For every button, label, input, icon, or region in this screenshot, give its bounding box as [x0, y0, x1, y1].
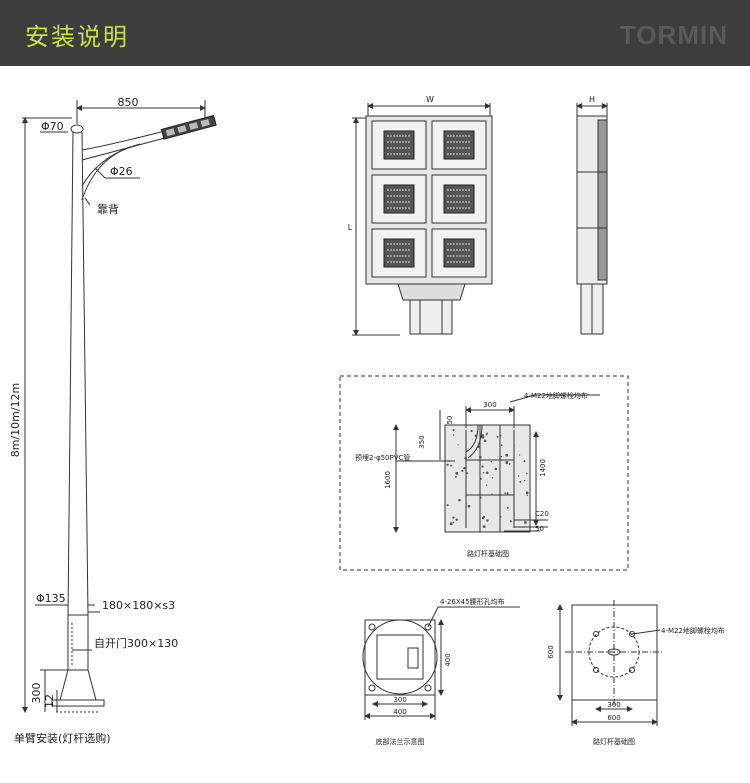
flange-caption: 底部法兰示意图	[376, 737, 425, 746]
pole-diagram	[22, 100, 217, 713]
pole-height-label: 8m/10m/12m	[9, 383, 22, 458]
arm-length-label: 850	[118, 96, 139, 109]
led-chip-array	[443, 184, 475, 214]
foundation-dim-50-top: 50	[446, 416, 454, 425]
base-300-label: 300	[30, 683, 43, 704]
foundation-frame	[339, 375, 629, 571]
base-plan-labels: 4-M22地脚螺栓均布 600 300 600 路灯杆基础图	[547, 626, 725, 746]
base-plate-label: 180×180×s3	[102, 599, 175, 612]
base-diameter-label: Φ135	[36, 592, 66, 605]
flange-outer-square	[364, 619, 436, 696]
header-bar: 安装说明 TORMIN	[0, 0, 750, 66]
pole-lamp-head	[160, 114, 217, 140]
flange-dim-300: 300	[393, 696, 406, 704]
lamp-width-label: W	[426, 95, 434, 104]
flange-door-slot	[407, 647, 419, 669]
led-chip-array	[443, 238, 475, 268]
foundation-bolt-label: 4-M22地脚螺栓均布	[524, 391, 588, 400]
flange-hole-label: 4-26X45腰形孔均布	[440, 597, 505, 606]
arm-lower	[81, 137, 166, 161]
foundation-section	[339, 375, 629, 571]
lamp-side-view	[576, 103, 608, 335]
flange-inner-square	[376, 634, 424, 680]
base-plan-dim-300: 300	[607, 701, 620, 709]
brand-logo: TORMIN	[619, 20, 728, 50]
door-label: 自开门300×130	[94, 636, 178, 650]
led-chip-array	[383, 184, 415, 214]
foundation-dim-1400: 1400	[539, 459, 547, 477]
top-diameter-label: Φ70	[41, 120, 64, 133]
lamp-height-label: H	[589, 95, 595, 104]
back-label: 靠背	[97, 202, 119, 216]
pole-base-flare	[59, 669, 97, 701]
flange-labels: 4-26X45腰形孔均布 400 300 400 底部法兰示意图	[376, 597, 505, 746]
flange-diagram	[362, 606, 520, 720]
led-chip-array	[383, 238, 415, 268]
foundation-top-width: 300	[483, 401, 496, 409]
pole-left-edge	[67, 131, 74, 616]
pole-caption: 单臂安装(灯杆选购)	[14, 731, 111, 745]
base-plan-diagram	[557, 600, 662, 726]
flange-dim-400-v: 400	[444, 653, 452, 666]
led-chip-array	[383, 130, 415, 160]
lamp-front-view	[352, 103, 493, 336]
pole-base-plate	[51, 699, 105, 707]
led-chip-array	[443, 130, 475, 160]
foundation-dim-350: 350	[418, 435, 426, 448]
arm-upper	[81, 130, 166, 151]
foundation-dim-50-bottom: 50	[535, 525, 544, 533]
foundation-concrete-label: C20	[535, 510, 549, 518]
base-plan-caption: 路灯杆基础图	[593, 737, 635, 746]
pole-top-cap	[70, 124, 84, 134]
base-plan-dim-600-v: 600	[547, 645, 555, 658]
installation-drawing: 850 Φ70 Φ26 靠背 8m/10m/12m Φ135 180×180×s…	[9, 95, 725, 746]
led-module	[431, 228, 487, 278]
arm-brace-inner	[81, 143, 141, 187]
foundation-caption: 路灯杆基础图	[467, 549, 509, 558]
led-module-grid	[371, 120, 487, 278]
pole-right-edge	[81, 131, 89, 616]
foundation-pvc-label: 预埋2-φ50PVC管	[355, 453, 410, 462]
base-plan-bolt-label: 4-M22地脚螺栓均布	[661, 626, 725, 635]
base-plan-dim-600-h: 600	[607, 714, 620, 722]
foundation-labels: 300 4-M22地脚螺栓均布 50 350 预埋2-φ50PVC管 1400 …	[355, 391, 588, 558]
base-12-label: 12	[43, 694, 56, 708]
page-title: 安装说明	[25, 23, 129, 51]
concrete-texture	[446, 429, 529, 528]
lamp-length-label: L	[348, 223, 353, 232]
flange-dim-400-h: 400	[393, 708, 406, 716]
flange-circle	[362, 619, 438, 695]
lamp-front-labels: W L	[348, 95, 434, 232]
pole-base-section	[67, 614, 89, 671]
foundation-dim-1600: 1600	[384, 471, 392, 489]
concrete-block	[444, 424, 531, 533]
pole-labels: 850 Φ70 Φ26 靠背 8m/10m/12m Φ135 180×180×s…	[9, 96, 178, 745]
arm-diameter-label: Φ26	[110, 165, 133, 178]
